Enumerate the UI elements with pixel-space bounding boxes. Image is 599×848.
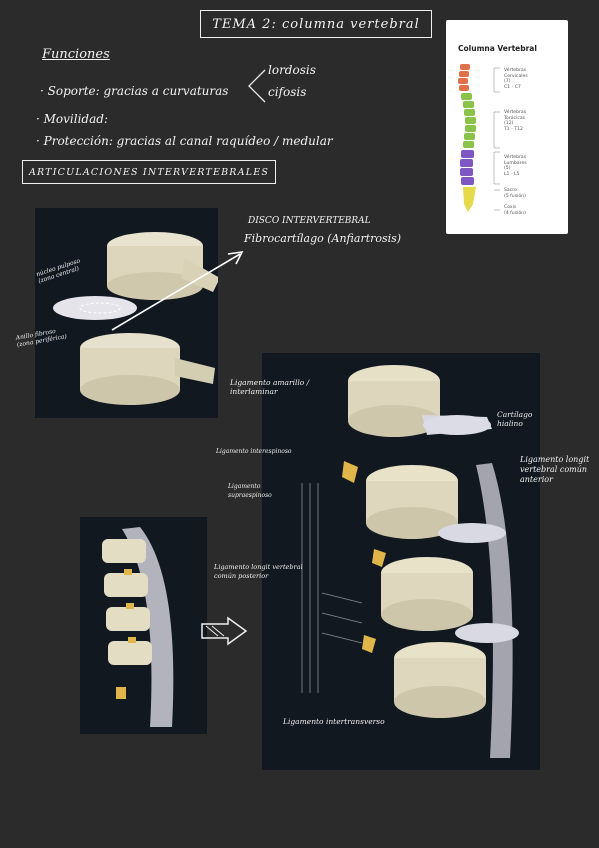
disco-subtitle: Fibrocartílago (Anfiartrosis) [244, 232, 402, 245]
disc-arrow-icon [111, 250, 244, 331]
movilidad-line: · Movilidad: [36, 112, 108, 126]
lumbar-label: Vértebras Lumbares (5) L1 - L5 [504, 155, 527, 177]
spine-segment-image [80, 517, 207, 734]
proteccion-line: · Protección: gracias al canal raquídeo … [36, 134, 333, 148]
bracket-icon [248, 69, 266, 103]
right-arrow-icon [201, 616, 248, 646]
longit-anterior-label: Ligamento longit vertebral común anterio… [520, 455, 590, 484]
ligaments-illustration [301, 365, 519, 758]
supraespinoso-label: Ligamento supraespinoso [228, 483, 272, 499]
spine-segment-illustration [102, 527, 174, 727]
cartilago-label: Cartílago hialino [497, 410, 533, 428]
sacrum-label: Sacro (5 fusión) [504, 188, 526, 199]
ligaments-image [262, 353, 540, 770]
thoracic-segment [461, 93, 476, 148]
funciones-heading: Funciones [42, 47, 110, 62]
cervical-label: Vértebras Cervicales (7) C1 - C7 [504, 68, 528, 90]
spine-card-title: Columna Vertebral [458, 44, 537, 53]
cifosis-label: cifosis [268, 85, 307, 99]
disc-illustration [53, 232, 218, 405]
spine-reference-card: Columna Vertebral [446, 20, 568, 234]
spine-diagram [458, 64, 500, 212]
page-title: TEMA 2: columna vertebral [200, 10, 432, 38]
disco-title: DISCO INTERVERTEBRAL [248, 216, 371, 226]
intertransverso-label: Ligamento intertransverso [283, 717, 385, 726]
lordosis-label: lordosis [268, 63, 316, 77]
thoracic-label: Vértebras Torácicas (12) T1 - T12 [504, 110, 527, 132]
interespinoso-label: Ligamento interespinoso [216, 448, 292, 455]
coccyx-label: Coxis (4 fusión) [504, 205, 526, 216]
cervical-segment [458, 64, 470, 91]
soporte-line: · Soporte: gracias a curvaturas [40, 84, 229, 98]
sacrum-segment [463, 187, 476, 212]
ligamento-amarillo-label: Ligamento amarillo / interlaminar [230, 378, 310, 396]
disc-image [35, 208, 218, 418]
articulaciones-heading: ARTICULACIONES INTERVERTEBRALES [22, 160, 276, 184]
lumbar-segment [460, 150, 474, 185]
longit-posterior-label: Ligamento longit vertebral común posteri… [214, 563, 303, 580]
